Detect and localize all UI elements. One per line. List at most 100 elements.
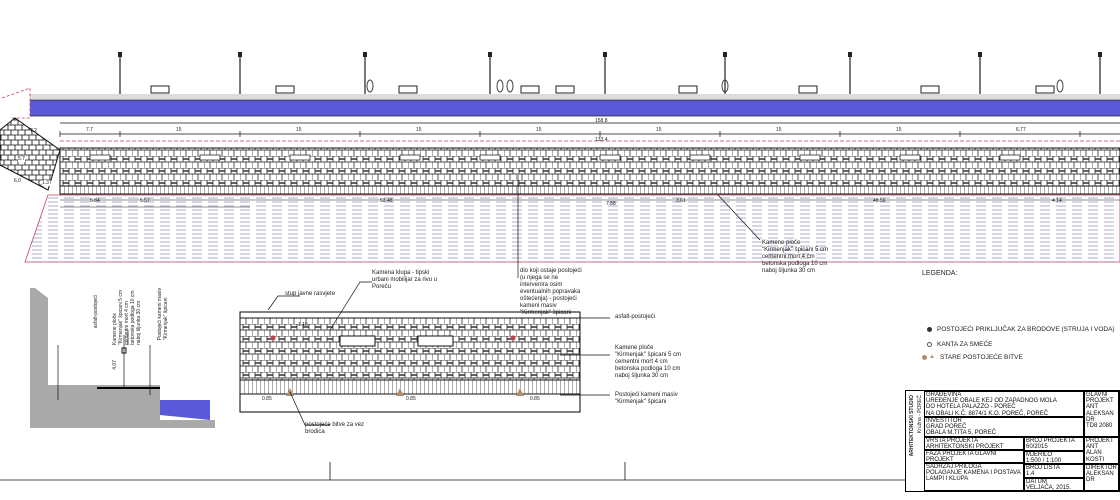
street-lamp-icon — [723, 52, 727, 94]
callout-leaders — [517, 175, 761, 278]
street-lamps — [118, 52, 1102, 94]
ramp-dim: 1.37 — [42, 180, 52, 186]
plant-icon — [721, 79, 729, 93]
dimension-lines — [60, 122, 1120, 142]
sheet-frame — [0, 462, 905, 481]
promenade — [1, 87, 1120, 119]
inner-length: 133.4 — [595, 137, 608, 143]
firm-name: ARHITEKTONSKI STUDIO — [909, 395, 915, 457]
detail-dim: 0.85 — [530, 396, 540, 402]
segment-dim: 15 — [656, 127, 662, 133]
ramp — [0, 117, 61, 191]
street-lamp-icon — [238, 52, 242, 94]
total-length: 158.8 — [595, 118, 608, 124]
segment-dim: 15 — [416, 127, 422, 133]
ramp-dim: 7.2 — [30, 128, 37, 134]
title-block: ARHITEKTONSKI STUDIO Kružna - POREČ GRAĐ… — [905, 390, 1120, 492]
segment-dim: 15 — [296, 127, 302, 133]
lamp-post-label: stup javne rasvjete — [285, 291, 336, 297]
lower-dim: 5.57 — [140, 198, 150, 204]
legend-item: KANTA ZA SMEĆE — [922, 341, 1117, 348]
bench-icon — [275, 85, 295, 94]
segment-dim: 15 — [776, 127, 782, 133]
stone-edge — [59, 185, 1120, 195]
lower-dim: 7.88 — [606, 201, 616, 207]
trash-bin-icon — [927, 342, 932, 347]
street-lamp-icon — [848, 52, 852, 94]
section-height-dim: 4.07 — [112, 360, 118, 370]
bench-footprint — [899, 154, 921, 161]
project-type-cell: VRSTA PROJEKTA ARHITEKTONSKI PROJEKT — [924, 437, 1024, 450]
street-lamp-icon — [603, 52, 607, 94]
bench-footprint — [689, 154, 711, 161]
bench-icon — [555, 85, 575, 94]
ramp-dim: 6.0 — [14, 178, 21, 184]
bench-footprint — [399, 154, 421, 161]
bench-icon — [398, 85, 418, 94]
bench-footprint — [199, 154, 221, 161]
street-lamp-icon — [978, 52, 982, 94]
benches — [150, 79, 1064, 94]
lower-dim: 53.48 — [380, 198, 393, 204]
street-lamp-icon — [118, 52, 122, 94]
detail-plan — [239, 281, 610, 426]
ramp-dim: 5.7 — [18, 156, 25, 162]
detail-dim: 0.85 — [406, 396, 416, 402]
bench-footprint — [599, 154, 621, 161]
bollard-icon: ▲ — [922, 354, 935, 361]
lower-dim: 5.84 — [90, 198, 100, 204]
segment-dim: 15 — [896, 127, 902, 133]
bench-footprint — [999, 154, 1021, 161]
cross-section — [30, 288, 215, 428]
segment-dim: 15 — [176, 127, 182, 133]
bench-footprint — [289, 154, 311, 161]
asphalt-label: asfalt-postojeći — [615, 314, 656, 320]
section-label-asphalt: asfalt-postojeći — [93, 295, 99, 329]
plant-icon — [506, 79, 514, 93]
lower-dim: 3.61 — [676, 198, 686, 204]
bench-icon — [1035, 85, 1055, 94]
segment-dim: 6.77 — [1016, 127, 1026, 133]
bench-icon — [678, 85, 698, 94]
segment-dim: 7.7 — [86, 127, 93, 133]
ship-connection-icon — [927, 327, 932, 332]
segment-dim: 15 — [536, 127, 542, 133]
bench-icon — [920, 85, 940, 94]
street-lamp-icon — [488, 52, 492, 94]
detail-dim: 1.16 — [298, 322, 308, 328]
sea-water — [24, 194, 1120, 263]
bench-icon — [150, 85, 170, 94]
lower-dim: 48.56 — [873, 198, 886, 204]
street-lamp-icon — [363, 52, 367, 94]
firm-sub: Kružna - POREČ — [917, 395, 923, 434]
phase-cell: FAZA PROJEKTA GLAVNI PROJEKT — [924, 450, 1024, 463]
edge-label: Postojeći kameni masiv"Kirmenjak" špican… — [615, 392, 678, 405]
lower-dim: 4.14 — [1052, 198, 1062, 204]
plant-icon — [1056, 79, 1064, 93]
section-label-edge: Postojeći kameni masiv"Kirmenjak" špican… — [157, 288, 169, 341]
bench-icon — [798, 85, 818, 94]
legend-item: ▲STARE POSTOJEĆE BITVE — [922, 354, 1117, 361]
plant-icon — [366, 79, 374, 93]
bench-footprint — [479, 154, 501, 161]
legend-title: LEGENDA: — [922, 270, 958, 277]
legend-item: POSTOJEĆI PRIKLJUČAK ZA BRODOVE (STRUJA … — [922, 326, 1117, 333]
bench-footprint — [799, 154, 821, 161]
plant-icon — [496, 79, 504, 93]
stone-paving-band — [59, 147, 1120, 187]
